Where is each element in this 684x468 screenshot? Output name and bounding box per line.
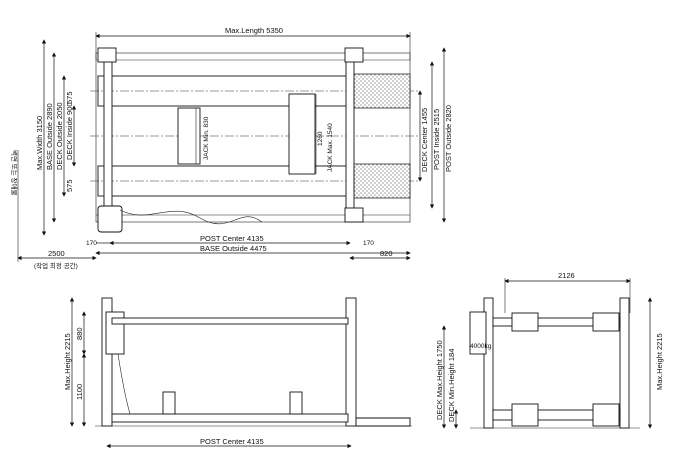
front-jack-left xyxy=(162,391,176,415)
post-top-right xyxy=(344,47,364,63)
side-max-height-label: Max.Height 2215 xyxy=(655,333,664,390)
front-dim-880-label: 880 xyxy=(75,327,84,340)
left-170-label: 170 xyxy=(86,240,97,247)
jack-max xyxy=(288,93,316,175)
side-upper-deck-right xyxy=(592,312,620,332)
deck-inside-label: DECK Inside 900 xyxy=(65,102,74,160)
post-top-left xyxy=(97,47,117,63)
post-inside-label: POST Inside 2515 xyxy=(432,109,441,170)
front-lower-deck xyxy=(111,413,349,423)
max-length-label: Max.Length 5350 xyxy=(225,26,283,35)
side-motor-box xyxy=(469,311,487,355)
deck-outside-label: DECK Outside 2050 xyxy=(55,102,64,170)
dim-575-bottom-label: 575 xyxy=(65,179,74,192)
post-center-label: POST Center 4135 xyxy=(200,234,264,243)
top-view: Max.Length 5350 JACK Min. 830 JACK Max. … xyxy=(10,26,453,270)
korean-work-label: (작업 최정 공간) xyxy=(34,261,78,270)
korean-vertical-label: 벽면 또는 장애물 xyxy=(10,150,19,195)
side-lower-deck-left xyxy=(511,403,539,427)
side-motor-label: 4000kg xyxy=(470,343,492,350)
jack-min xyxy=(177,107,201,165)
ramp-top xyxy=(347,73,411,109)
base-outside-width-label: BASE Outside 2890 xyxy=(45,103,54,170)
side-post-right xyxy=(619,297,630,429)
post-outside-label: POST Outside 2820 xyxy=(444,105,453,172)
side-lower-beam xyxy=(492,409,621,421)
front-jack-right xyxy=(289,391,303,415)
front-dim-1100-label: 1100 xyxy=(75,384,84,400)
side-view: 4000kg 2126 DECK Max.Height 1750 DECK Mi… xyxy=(435,271,664,429)
side-post-left xyxy=(483,297,494,429)
side-deck-max-height-label: DECK Max.Height 1750 xyxy=(435,340,444,420)
jack-max-label: JACK Max. 1540 xyxy=(327,123,334,172)
max-width-label: Max.Width 3150 xyxy=(35,116,44,170)
ramp-bottom xyxy=(347,163,411,199)
post-bottom-right xyxy=(344,207,364,223)
dim-820-label: 820 xyxy=(380,249,393,258)
front-post-center-label: POST Center 4135 xyxy=(200,437,264,446)
deck-center-label: DECK Center 1455 xyxy=(420,108,429,172)
front-max-height-label: Max.Height 2215 xyxy=(63,333,72,390)
dim-575-top-label: 575 xyxy=(65,91,74,104)
front-post-left xyxy=(101,297,113,427)
cross-beam-left xyxy=(103,59,113,216)
base-outside-length-label: BASE Outside 4475 xyxy=(200,244,267,253)
front-post-right xyxy=(345,297,357,427)
front-view: Max.Height 2215 880 1100 POST Center 413… xyxy=(63,297,412,449)
front-upper-beam xyxy=(111,317,349,325)
front-ramp xyxy=(355,417,411,427)
side-lower-deck-right xyxy=(592,403,620,427)
side-dim-2126-label: 2126 xyxy=(558,271,575,280)
side-upper-beam xyxy=(492,317,621,327)
dim-2500-label: 2500 xyxy=(48,249,65,258)
jack-min-label: JACK Min. 830 xyxy=(203,116,210,160)
side-deck-min-height-label: DECK Min.Height 184 xyxy=(447,349,456,422)
motor-unit xyxy=(97,205,123,233)
cross-beam-right xyxy=(345,59,355,216)
dim-1260-label: 1260 xyxy=(317,131,324,146)
side-upper-deck-left xyxy=(511,312,539,332)
right-170-label: 170 xyxy=(363,240,374,247)
base-outline xyxy=(95,52,411,223)
